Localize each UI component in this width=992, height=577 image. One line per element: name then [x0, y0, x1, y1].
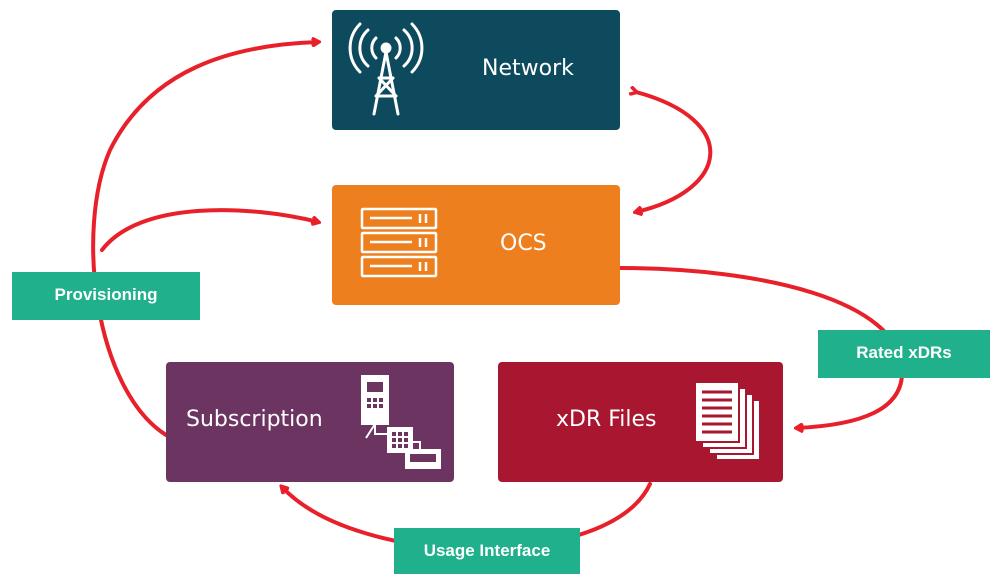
antenna-tower-icon — [348, 22, 424, 116]
ocs-node: OCS — [332, 185, 620, 305]
subscription-node: Subscription — [166, 362, 454, 482]
network-node: Network — [332, 10, 620, 130]
provisioning-to-network-arrow — [91, 42, 318, 437]
rated-xdrs-tag: Rated xDRs — [818, 330, 990, 378]
telephone-network-icon — [361, 375, 441, 469]
provisioning-tag: Provisioning — [12, 272, 200, 320]
subscription-label: Subscription — [186, 407, 323, 432]
document-stack-icon — [694, 382, 761, 461]
server-rack-icon — [360, 207, 438, 278]
provisioning-to-ocs-arrow — [100, 208, 318, 252]
xdr-files-node: xDR Files — [498, 362, 783, 482]
usage-interface-tag: Usage Interface — [394, 528, 580, 574]
network-ocs-bidirectional-arrow — [636, 92, 713, 212]
network-label: Network — [482, 56, 574, 81]
ocs-label: OCS — [500, 231, 547, 256]
xdr-files-label: xDR Files — [556, 407, 657, 432]
